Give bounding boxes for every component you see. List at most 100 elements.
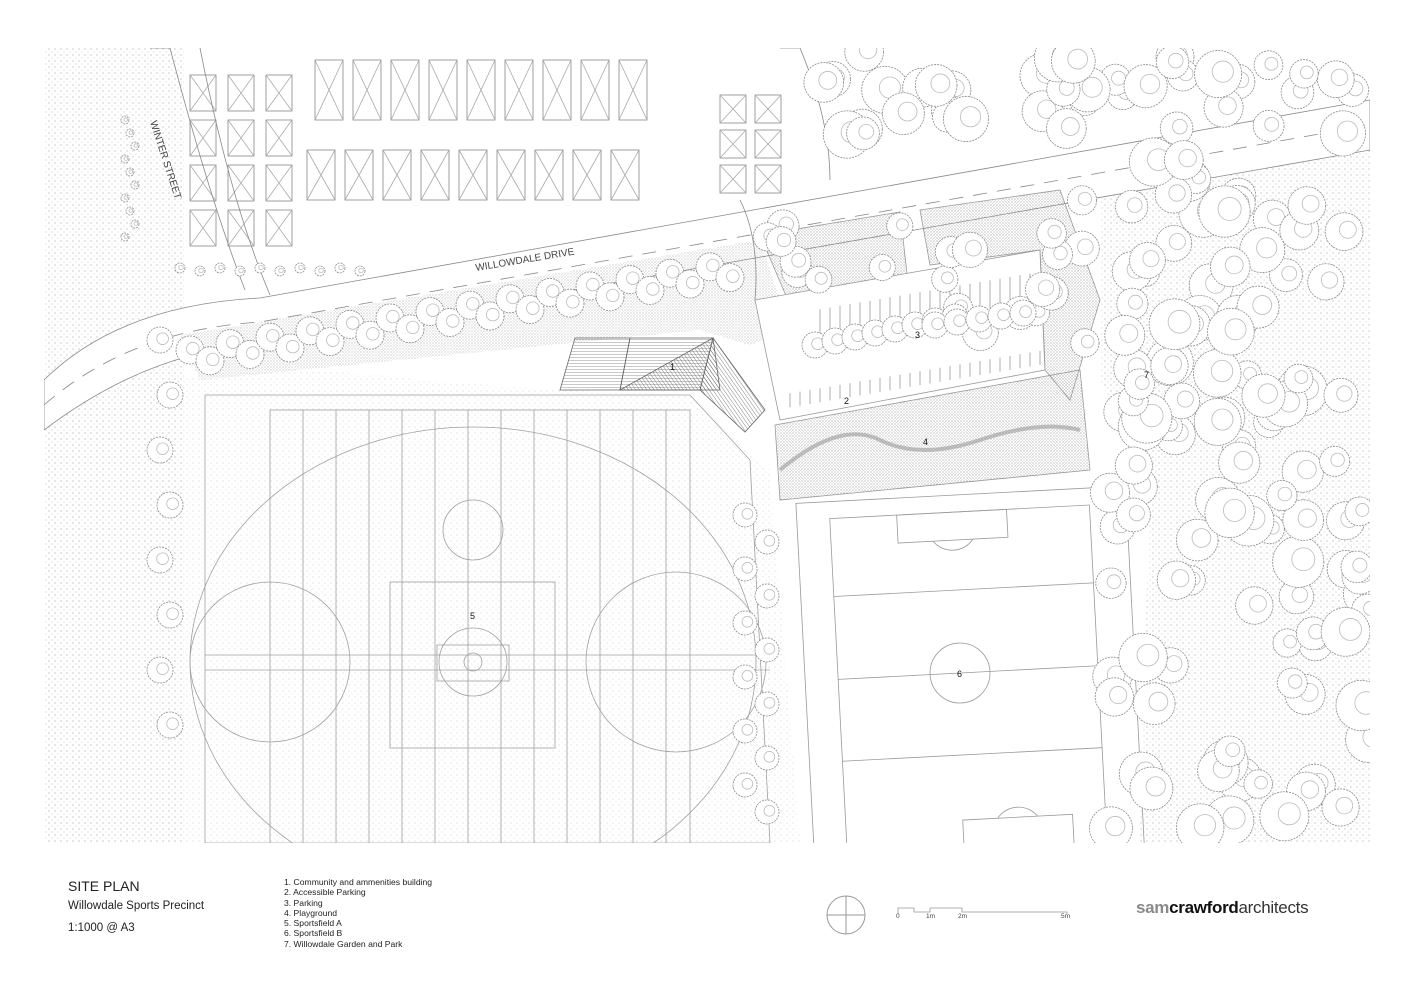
tree-icon [1116,287,1149,320]
community-building-roof-west [559,337,631,391]
playground-path [778,424,1081,472]
tree-icon [130,141,140,151]
tree-icon [1272,535,1325,588]
tree-icon [1266,480,1298,512]
area-label-5: 5 [470,611,475,621]
tree-icon [914,64,958,107]
legend-item: 7. Willowdale Garden and Park [284,938,403,949]
tree-icon [1114,190,1149,224]
tree-icon [1193,398,1242,446]
tree-icon [732,664,758,690]
tree-icon [1148,298,1201,351]
tree-icon [130,180,140,190]
tree-icon [315,327,345,357]
architect-logo: samcrawfordarchitects [1136,898,1309,918]
tree-icon [120,193,130,203]
scale-tick-0: 0 [896,913,900,920]
house [542,59,572,121]
legend-item: 6. Sportsfield B [284,928,343,939]
tree-icon [1259,791,1310,842]
house [390,59,420,121]
logo-architects: architects [1238,898,1309,917]
tree-icon [1287,186,1327,225]
tree-icon [1067,185,1097,216]
legend-item: 5. Sportsfield A [284,918,342,929]
tree-icon [1176,518,1219,562]
house [189,119,217,157]
tree-icon [1156,560,1197,600]
house [352,59,382,121]
house [265,164,293,202]
field-line [833,582,1094,597]
tree-icon [1089,806,1133,843]
house [306,149,336,201]
area-label-7: 7 [1144,370,1149,380]
house [719,94,747,124]
community-building-roof-east [699,337,766,433]
tree-icon [156,711,184,739]
tree-icon [754,529,780,555]
house [754,164,782,194]
house [466,59,496,121]
house [534,149,564,201]
tree-icon [156,491,184,519]
tree-icon [235,339,265,369]
tree-icon [120,232,130,242]
tree-icon [120,154,130,164]
tree-icon [1116,497,1151,533]
tree-icon [355,320,385,350]
tree-icon [754,799,780,825]
tree-icon [194,265,206,277]
area-label-1: 1 [670,362,675,372]
house [580,59,610,121]
tree-icon [754,637,780,663]
tree-icon [1289,59,1319,89]
tree-icon [156,381,184,409]
tree-icon [435,307,465,337]
tree-icon [146,546,174,574]
tree-icon [125,128,135,138]
tree-icon [274,265,286,277]
area-label-6: 6 [957,669,962,679]
tree-icon [754,745,780,771]
tree-icon [844,48,884,72]
tree-icon [1046,108,1087,149]
tree-icon [595,282,625,312]
tree-icon [1090,472,1130,513]
drawing-title: SITE PLAN [68,878,140,894]
lawn-west [44,371,800,843]
tree-icon [1123,64,1168,109]
tree-icon [214,262,226,274]
legend-item: 1. Community and ammenities building [284,877,433,887]
tree-icon [803,62,845,103]
tree-icon [254,262,266,274]
tree-icon [868,254,896,281]
house [420,149,450,201]
sportsfield-b [795,485,1145,843]
tree-icon [635,275,665,305]
tree-icon [1118,632,1168,683]
tree-icon [1193,349,1242,398]
tree-icon [1204,487,1255,538]
field-line [842,747,1103,762]
tree-icon [1104,315,1146,356]
tree-icon [732,772,758,798]
tree-icon [1252,110,1285,142]
north-point-icon [826,895,866,935]
house [189,209,217,247]
tree-icon [675,269,705,299]
tree-icon [234,265,246,277]
playground [774,369,1091,501]
tree-icon [1282,499,1324,541]
tree-icon [1253,50,1284,80]
tree-icon [195,346,225,376]
tree-icon [146,436,174,464]
tree-icon [130,219,140,229]
tree-icon [1281,450,1324,493]
tree-icon [715,263,745,293]
tree-icon [1150,346,1189,385]
house [754,129,782,159]
tree-icon [156,601,184,629]
area-label-2: 2 [844,396,849,406]
